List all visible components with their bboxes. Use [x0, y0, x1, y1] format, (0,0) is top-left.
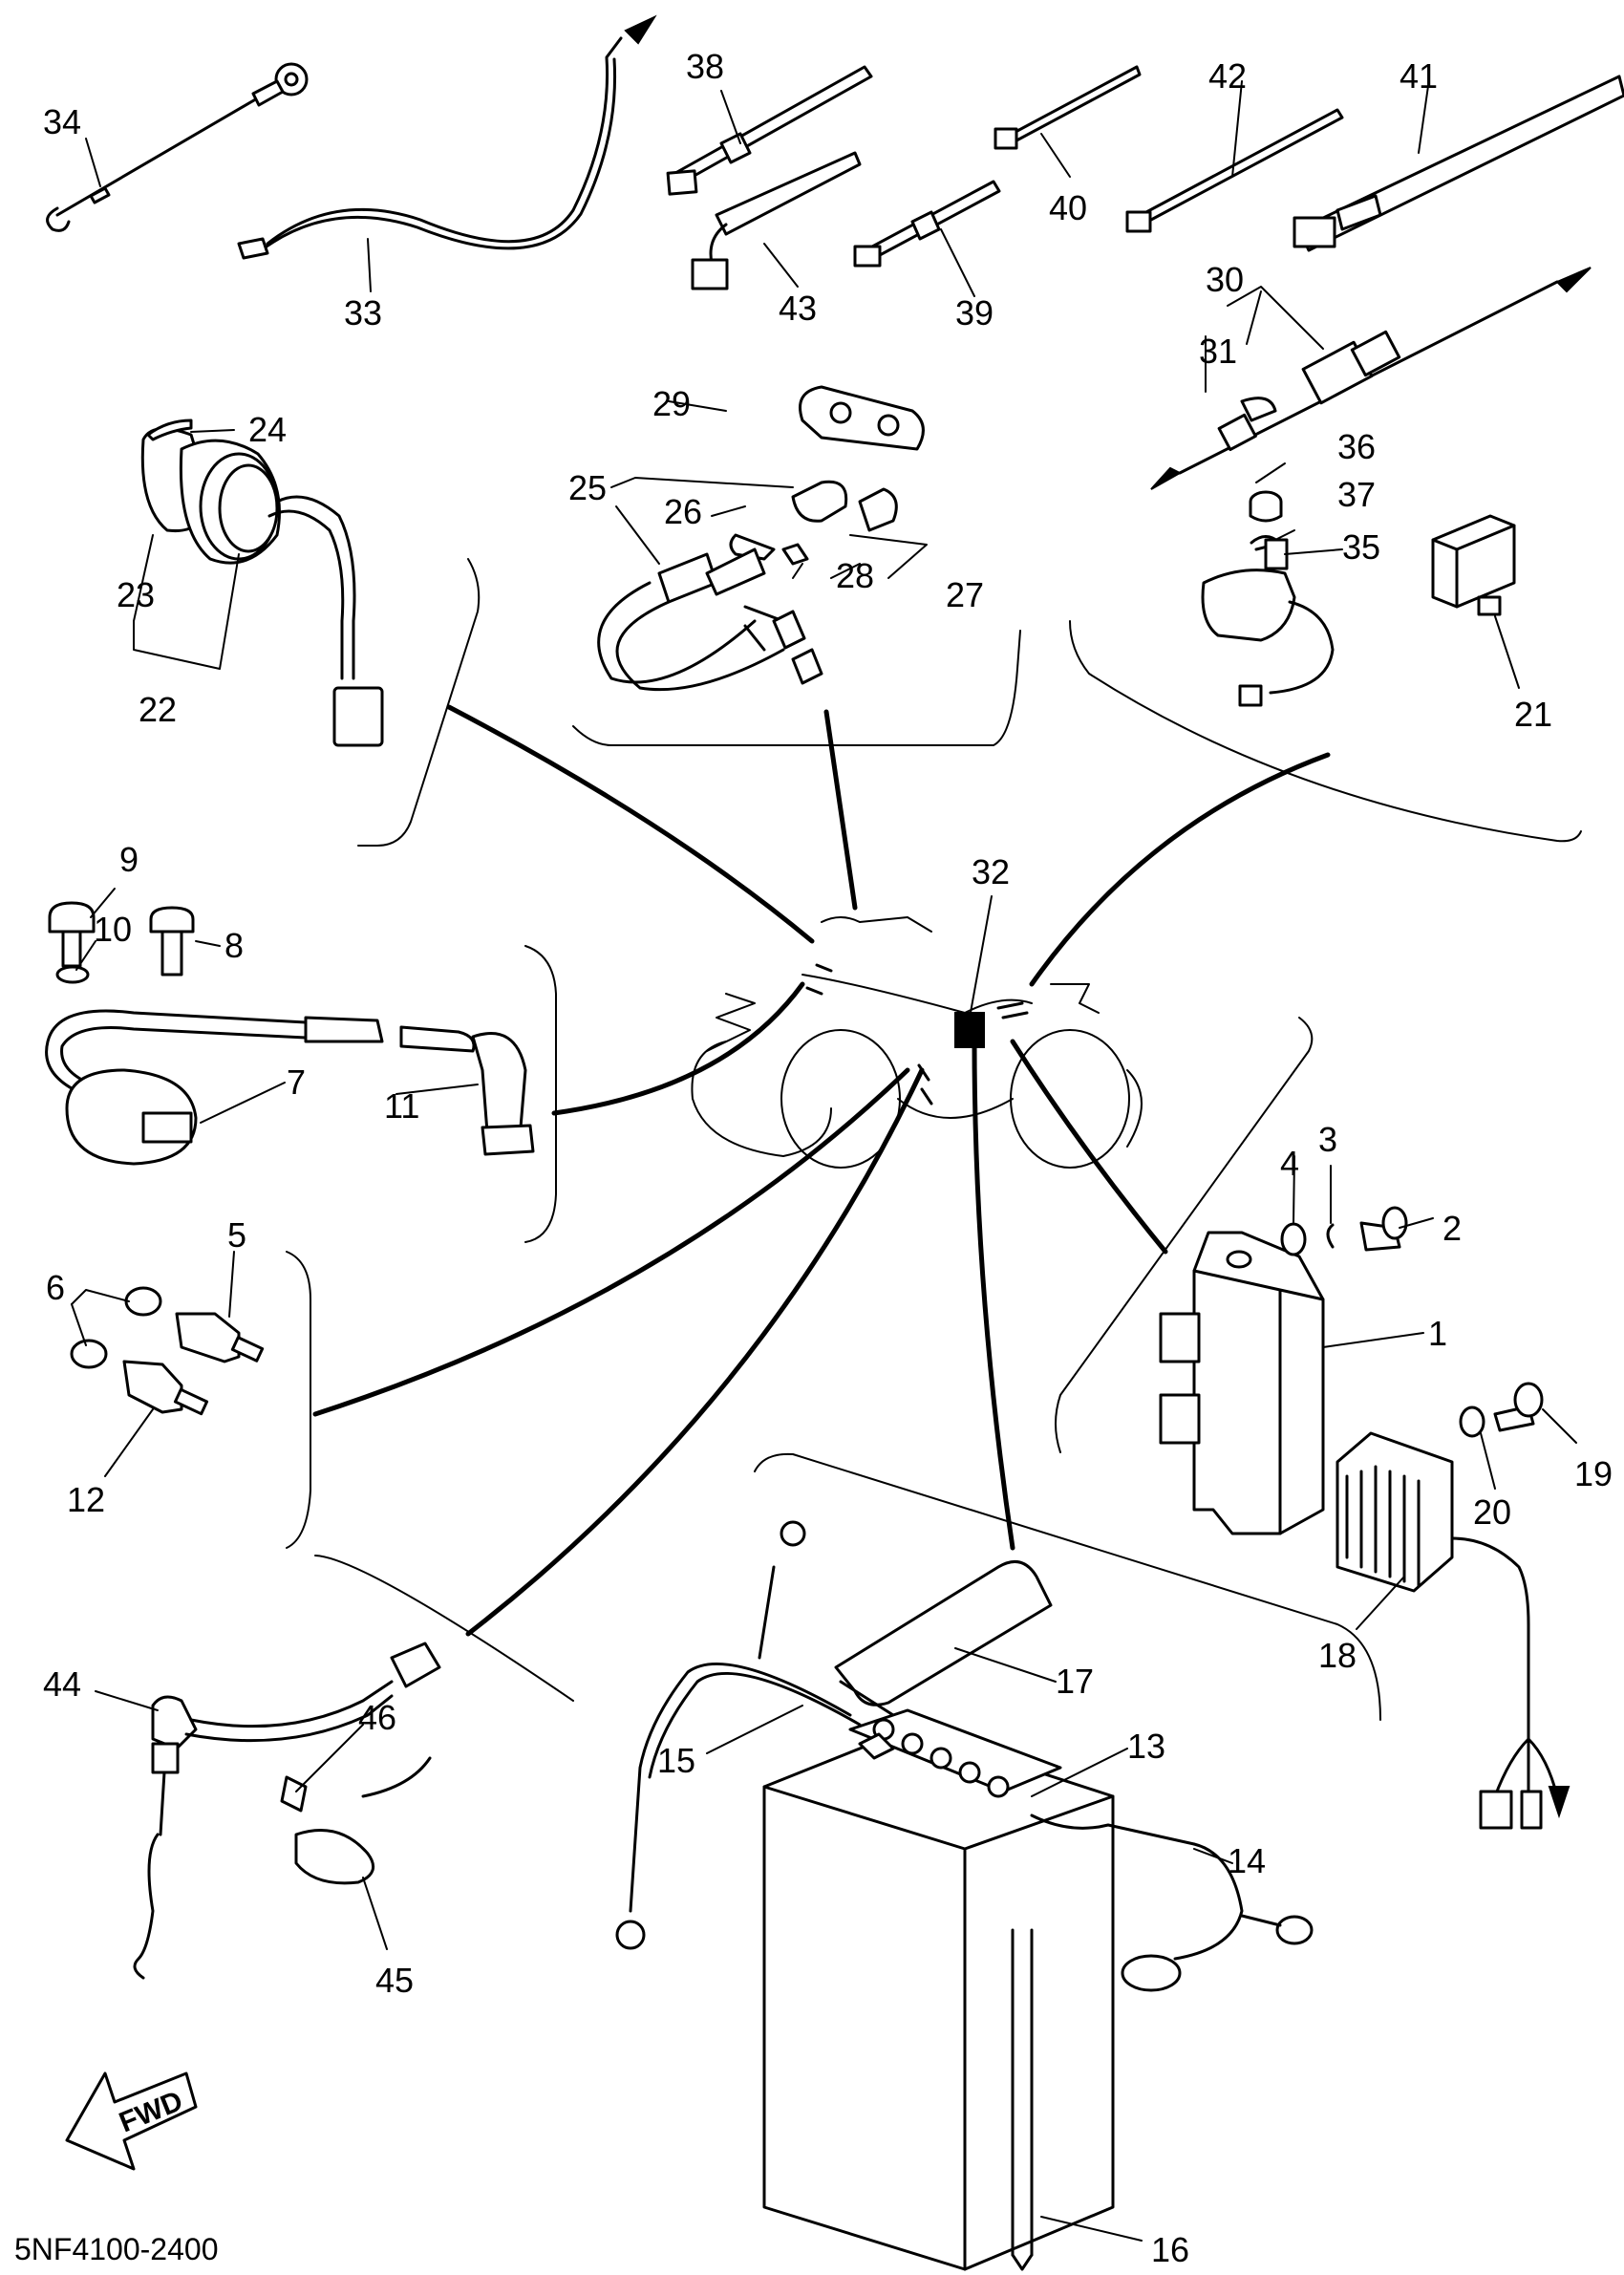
part-ignition-coil-7	[45, 1009, 535, 1166]
fwd-arrow-icon	[65, 2071, 198, 2171]
callout-22: 22	[139, 690, 177, 729]
callout-36: 36	[1337, 427, 1376, 466]
vehicle-outline	[691, 916, 1143, 1169]
callout-41: 41	[1400, 56, 1438, 96]
part-cdi-unit-1	[1159, 1231, 1325, 1535]
part-fuse-holder-30	[1150, 267, 1592, 490]
callout-42: 42	[1208, 56, 1247, 96]
part-switches-5-6-12	[70, 1286, 265, 1416]
callout-1: 1	[1428, 1314, 1447, 1353]
part-starter-relay-35	[1201, 490, 1335, 707]
callout-24: 24	[248, 410, 287, 449]
callout-labels: 1 2 3 4 5 6 7 8 9 10 11 12 13 14 15 16 1…	[43, 47, 1613, 2269]
callout-5: 5	[227, 1215, 246, 1255]
part-relay-21	[1431, 514, 1516, 616]
callout-7: 7	[287, 1062, 306, 1102]
callout-11: 11	[384, 1086, 419, 1126]
part-switch-44	[133, 1642, 441, 1980]
callout-20: 20	[1473, 1492, 1511, 1532]
part-rectifier-18	[1336, 1382, 1571, 1830]
group-brackets	[286, 558, 1582, 1721]
callout-37: 37	[1337, 475, 1376, 514]
callout-17: 17	[1056, 1662, 1094, 1701]
part-ground-lead-34	[46, 62, 309, 232]
callout-18: 18	[1318, 1636, 1357, 1675]
callout-6: 6	[46, 1268, 65, 1307]
callout-40: 40	[1049, 188, 1087, 227]
callout-30: 30	[1206, 260, 1244, 299]
part-bolts-8-10	[48, 901, 195, 984]
callout-44: 44	[43, 1664, 81, 1704]
callout-15: 15	[657, 1741, 695, 1780]
callout-31: 31	[1199, 332, 1237, 371]
callout-39: 39	[955, 293, 994, 333]
callout-45: 45	[375, 1961, 414, 2000]
callout-23: 23	[117, 575, 155, 614]
callout-32: 32	[972, 852, 1010, 891]
callout-19: 19	[1574, 1454, 1613, 1493]
part-battery-strap-17	[834, 1559, 1053, 1717]
callout-35: 35	[1342, 527, 1380, 567]
callout-9: 9	[119, 840, 139, 879]
callout-10: 10	[94, 910, 132, 949]
callout-43: 43	[779, 289, 817, 328]
drawing-code: 5NF4100-2400	[14, 2232, 218, 2266]
callout-21: 21	[1514, 695, 1552, 734]
callout-38: 38	[686, 47, 724, 86]
callout-27: 27	[946, 575, 984, 614]
part-main-switch-22	[140, 419, 384, 747]
callout-14: 14	[1228, 1841, 1266, 1880]
part-screws-2-4	[1280, 1206, 1408, 1256]
callout-28: 28	[836, 556, 874, 595]
callout-12: 12	[67, 1480, 105, 1519]
callout-16: 16	[1151, 2230, 1189, 2269]
part-battery-13	[615, 1520, 1314, 2271]
callout-29: 29	[652, 384, 691, 423]
part-harness-25-29	[597, 385, 925, 692]
callout-3: 3	[1318, 1120, 1337, 1159]
callout-4: 4	[1280, 1144, 1299, 1183]
callout-leaders	[71, 80, 1577, 2242]
group-leaders	[312, 704, 1331, 1637]
callout-26: 26	[664, 492, 702, 531]
part-cable-ties	[666, 65, 1624, 290]
callout-13: 13	[1127, 1727, 1165, 1766]
callout-25: 25	[568, 468, 607, 507]
callout-46: 46	[358, 1698, 396, 1737]
part-lead-wire-33	[237, 14, 657, 260]
callout-33: 33	[344, 293, 382, 333]
callout-2: 2	[1442, 1209, 1462, 1248]
callout-34: 34	[43, 102, 81, 141]
callout-8: 8	[224, 926, 244, 965]
